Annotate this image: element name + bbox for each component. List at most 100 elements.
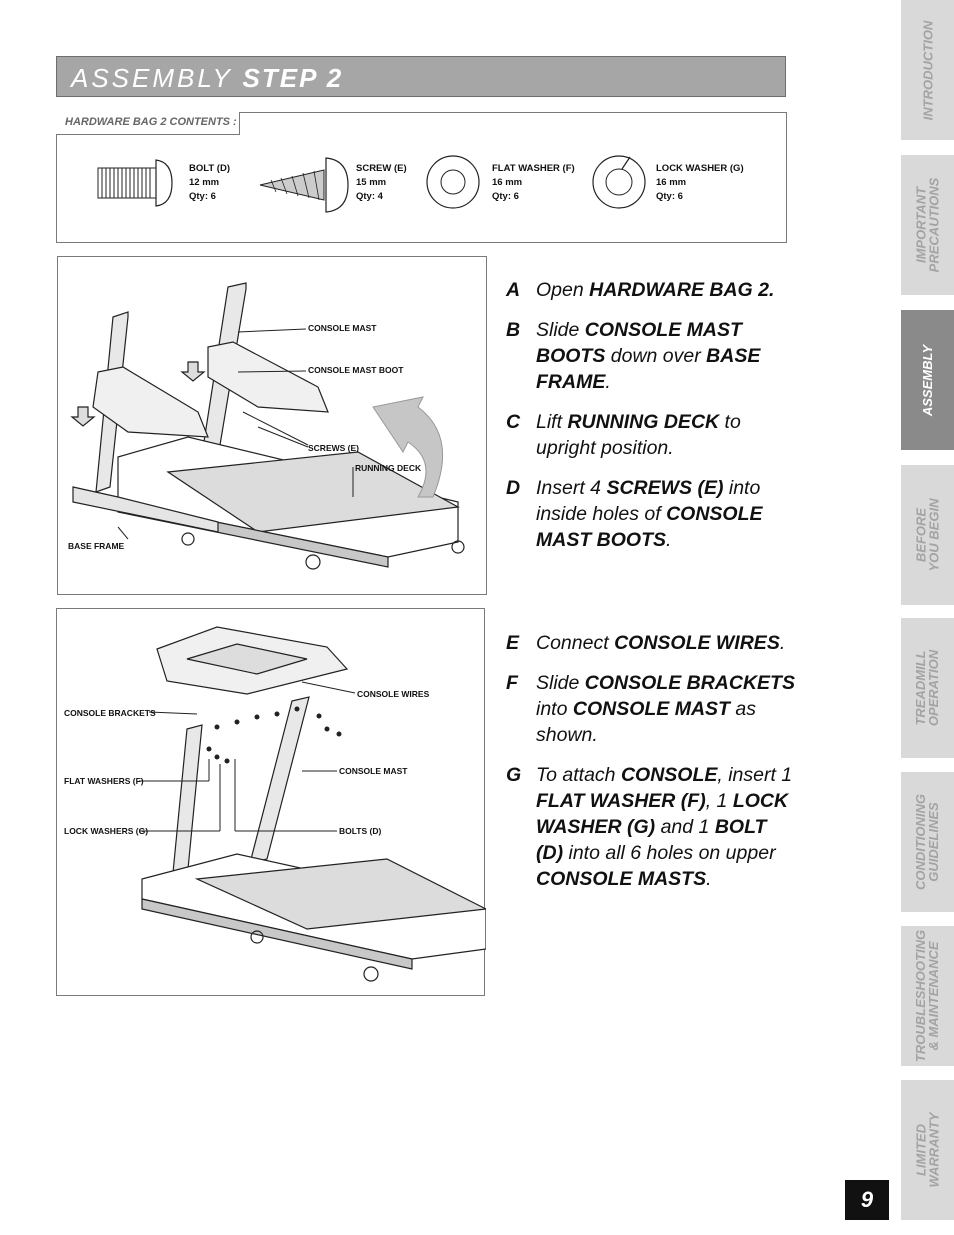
tab-assembly[interactable]: ASSEMBLY bbox=[901, 310, 954, 450]
tab-important-precautions[interactable]: IMPORTANT PRECAUTIONS bbox=[901, 155, 954, 295]
section-title-bar: ASSEMBLY STEP 2 bbox=[56, 56, 786, 97]
callout-running-deck: RUNNING DECK bbox=[355, 463, 422, 473]
step-run: Open bbox=[536, 279, 590, 301]
step-run: to upright position. bbox=[536, 411, 741, 459]
step-keyword: LOCK WASHER (G) bbox=[536, 790, 789, 838]
step-run: Slide bbox=[536, 672, 585, 694]
callout-screws-e: SCREWS (E) bbox=[308, 443, 359, 453]
figure-step-e-g: CONSOLE WIRES CONSOLE BRACKETS CONSOLE M… bbox=[56, 608, 486, 996]
hardware-contents-box bbox=[56, 112, 787, 243]
callout-console-mast: CONSOLE MAST bbox=[308, 323, 377, 333]
step-keyword: FLAT WASHER (F) bbox=[536, 790, 706, 812]
bolt-icon bbox=[97, 159, 173, 207]
step-run: as shown. bbox=[536, 698, 756, 746]
tab-treadmill-operation[interactable]: TREADMILL OPERATION bbox=[901, 618, 954, 758]
step-run: Slide bbox=[536, 319, 585, 341]
step-run: down over bbox=[605, 345, 707, 367]
step-g: G To attach CONSOLE, insert 1 FLAT WASHER… bbox=[506, 762, 796, 892]
steps-a-d: A Open HARDWARE BAG 2. B Slide CONSOLE MAS… bbox=[506, 277, 796, 567]
step-run: Connect bbox=[536, 632, 615, 654]
tab-introduction[interactable]: INTRODUCTION bbox=[901, 0, 954, 140]
part-name: BOLT (D) bbox=[189, 163, 230, 174]
step-keyword: CONSOLE MAST BOOTS bbox=[536, 503, 763, 551]
part-name: SCREW (E) bbox=[356, 163, 407, 174]
step-c: C Lift RUNNING DECK to upright position. bbox=[506, 409, 796, 461]
part-size: 12 mm bbox=[189, 177, 220, 188]
screw-icon bbox=[259, 157, 349, 213]
step-run: , insert 1 bbox=[717, 764, 793, 786]
step-run: and 1 bbox=[655, 816, 715, 838]
step-text: Open HARDWARE BAG 2. bbox=[536, 279, 774, 301]
step-keyword: HARDWARE BAG 2. bbox=[589, 279, 775, 301]
step-text: To attach CONSOLE, insert 1 FLAT WASHER … bbox=[536, 764, 792, 890]
step-letter: F bbox=[506, 672, 518, 694]
part-flat-washer: FLAT WASHER (F) 16 mm Qty: 6 bbox=[492, 162, 575, 204]
tab-label: ASSEMBLY bbox=[920, 344, 936, 416]
step-letter: A bbox=[506, 279, 521, 301]
callout-console-wires: CONSOLE WIRES bbox=[357, 689, 430, 699]
step-letter: D bbox=[506, 477, 521, 499]
part-bolt: BOLT (D) 12 mm Qty: 6 bbox=[189, 162, 230, 204]
steps-e-g: E Connect CONSOLE WIRES. F Slide CONSOLE B… bbox=[506, 630, 796, 906]
title-bold: STEP 2 bbox=[242, 63, 344, 93]
step-run: . bbox=[666, 529, 672, 551]
callout-lock-washers: LOCK WASHERS (G) bbox=[64, 826, 149, 836]
step-letter: C bbox=[506, 411, 521, 433]
step-keyword: CONSOLE MASTS bbox=[536, 868, 707, 890]
part-size: 15 mm bbox=[356, 177, 387, 188]
step-run: into inside holes of bbox=[536, 477, 761, 525]
part-name: FLAT WASHER (F) bbox=[492, 163, 575, 174]
flat-washer-icon bbox=[426, 155, 480, 209]
callout-console-mast-boot: CONSOLE MAST BOOT bbox=[308, 365, 404, 375]
step-letter: B bbox=[506, 319, 521, 341]
part-screw: SCREW (E) 15 mm Qty: 4 bbox=[356, 162, 407, 204]
part-qty: Qty: 6 bbox=[189, 191, 216, 202]
tab-label: CONDITIONING GUIDELINES bbox=[913, 793, 942, 891]
step-run: Insert 4 bbox=[536, 477, 607, 499]
callout-console-mast: CONSOLE MAST bbox=[339, 766, 408, 776]
step-text: Slide CONSOLE MAST BOOTS down over BASE … bbox=[536, 319, 760, 393]
part-qty: Qty: 6 bbox=[492, 191, 519, 202]
title-light: ASSEMBLY bbox=[71, 63, 233, 93]
step-keyword: CONSOLE bbox=[620, 764, 718, 786]
tab-label: BEFORE YOU BEGIN bbox=[913, 498, 942, 572]
tab-troubleshooting-maintenance[interactable]: TROUBLESHOOTING & MAINTENANCE bbox=[901, 926, 954, 1066]
step-keyword: SCREWS (E) bbox=[606, 477, 724, 499]
tab-conditioning-guidelines[interactable]: CONDITIONING GUIDELINES bbox=[901, 772, 954, 912]
step-letter: E bbox=[506, 632, 520, 654]
tab-limited-warranty[interactable]: LIMITED WARRANTY bbox=[901, 1080, 954, 1220]
tab-label: TROUBLESHOOTING & MAINTENANCE bbox=[913, 929, 942, 1063]
step-run: into all 6 holes on upper bbox=[563, 842, 776, 864]
step-text: Connect CONSOLE WIRES. bbox=[536, 632, 785, 654]
step-keyword: CONSOLE MAST BOOTS bbox=[536, 319, 742, 367]
part-size: 16 mm bbox=[656, 177, 687, 188]
part-qty: Qty: 6 bbox=[656, 191, 683, 202]
part-name: LOCK WASHER (G) bbox=[656, 163, 744, 174]
step-keyword: BOLT (D) bbox=[536, 816, 767, 864]
tab-label: INTRODUCTION bbox=[920, 20, 936, 120]
console-assembly-illustration bbox=[139, 626, 486, 982]
step-keyword: RUNNING DECK bbox=[567, 411, 720, 433]
step-run: . bbox=[706, 868, 712, 890]
step-run: To attach bbox=[536, 764, 621, 786]
figure-step-a-d: CONSOLE MAST CONSOLE MAST BOOT SCREWS (E… bbox=[57, 256, 487, 595]
hardware-illustrations bbox=[97, 155, 646, 213]
page-title: ASSEMBLY STEP 2 bbox=[71, 63, 343, 94]
callout-base-frame: BASE FRAME bbox=[68, 541, 125, 551]
hardware-label: HARDWARE BAG 2 CONTENTS : bbox=[56, 112, 240, 135]
step-keyword: CONSOLE WIRES bbox=[614, 632, 780, 654]
step-e: E Connect CONSOLE WIRES. bbox=[506, 630, 796, 656]
step-run: . bbox=[605, 371, 611, 393]
step-run: Lift bbox=[536, 411, 568, 433]
tab-label: LIMITED WARRANTY bbox=[913, 1112, 942, 1188]
treadmill-base-illustration bbox=[70, 282, 465, 570]
tab-label: IMPORTANT PRECAUTIONS bbox=[913, 177, 942, 273]
step-text: Lift RUNNING DECK to upright position. bbox=[536, 411, 741, 459]
step-letter: G bbox=[506, 764, 522, 786]
tab-label: TREADMILL OPERATION bbox=[913, 649, 942, 727]
part-qty: Qty: 4 bbox=[356, 191, 383, 202]
page-number: 9 bbox=[845, 1180, 889, 1220]
tab-before-you-begin[interactable]: BEFORE YOU BEGIN bbox=[901, 465, 954, 605]
step-text: Insert 4 SCREWS (E) into inside holes of… bbox=[536, 477, 763, 551]
step-b: B Slide CONSOLE MAST BOOTS down over BASE… bbox=[506, 317, 796, 395]
